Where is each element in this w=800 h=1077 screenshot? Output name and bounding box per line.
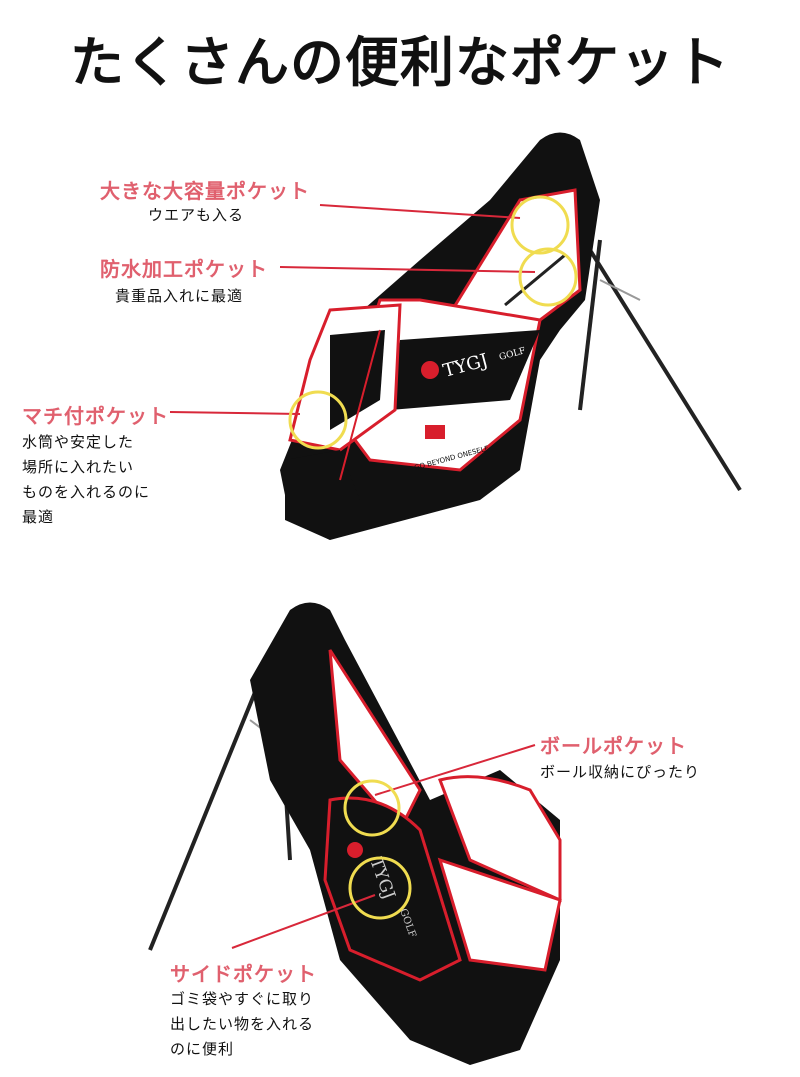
page-title: たくさんの便利なポケット — [70, 31, 730, 94]
flag-badge-icon — [425, 425, 445, 439]
golf-bag-side-view: TYGJ GOLF — [148, 602, 562, 1065]
callout-waterproof-pocket-heading: 防水加工ポケット — [100, 257, 268, 281]
callout-gusset-pocket-text: 水筒や安定した場所に入れたいものを入れるのに最適 — [22, 433, 151, 526]
callout-large-pocket-text: ウエアも入る — [148, 206, 245, 224]
callout-ball-pocket-text: ボール収納にぴったり — [540, 763, 701, 781]
callout-gusset-pocket-heading: マチ付ポケット — [22, 404, 169, 428]
callout-ball-pocket-heading: ボールポケット — [540, 734, 687, 758]
callout-large-pocket-heading: 大きな大容量ポケット — [100, 179, 310, 203]
callout-side-pocket-text: ゴミ袋やすぐに取り出したい物を入れるのに便利 — [170, 990, 315, 1058]
highlight-circles — [288, 195, 578, 920]
callout-lines — [169, 204, 536, 949]
callout-side-pocket-heading: サイドポケット — [170, 962, 317, 986]
golf-bag-front-view: TYGJ GOLF GO BEYOND ONESELF — [280, 132, 742, 540]
callout-waterproof-pocket-text: 貴重品入れに最適 — [115, 287, 244, 305]
